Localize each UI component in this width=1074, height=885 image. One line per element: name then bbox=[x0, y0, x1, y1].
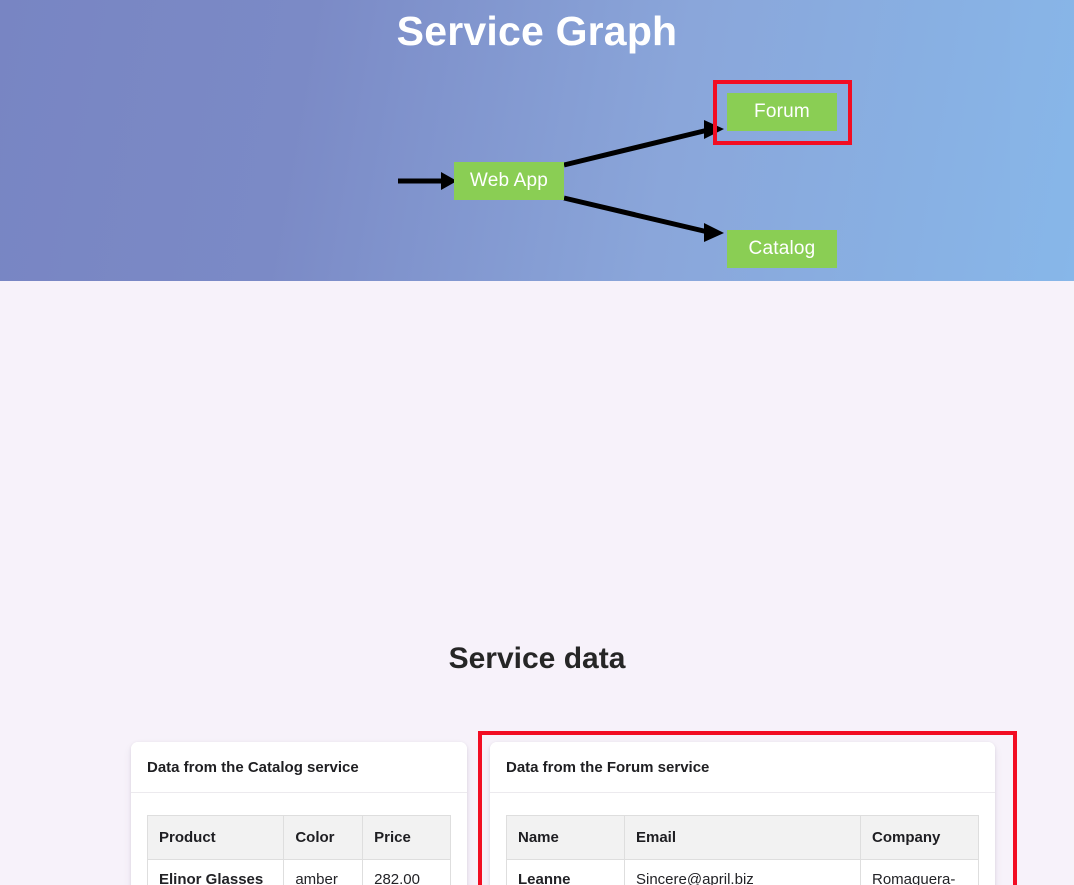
graph-node-forum-label: Forum bbox=[754, 101, 810, 122]
forum-cell-company: Romaguera-Crona bbox=[860, 859, 979, 885]
graph-node-webapp-label: Web App bbox=[469, 170, 549, 191]
edge-webapp-to-catalog bbox=[563, 195, 724, 242]
forum-cell-email: Sincere@april.biz bbox=[624, 859, 861, 885]
forum-service-card: Data from the Forum service Name Email C… bbox=[490, 742, 995, 885]
catalog-service-card: Data from the Catalog service Product Co… bbox=[131, 742, 467, 885]
forum-table: Name Email Company Leanne Graham Sincere… bbox=[506, 814, 979, 885]
catalog-cell-product: Elinor Glasses bbox=[146, 859, 285, 885]
forum-column-email: Email bbox=[624, 814, 861, 861]
graph-node-webapp[interactable]: Web App bbox=[454, 162, 564, 200]
service-data-section: Service data Data from the Catalog servi… bbox=[0, 281, 1074, 885]
catalog-card-body: Product Color Price Elinor Glasses amber… bbox=[131, 793, 467, 885]
graph-node-forum[interactable]: Forum bbox=[727, 93, 837, 131]
service-graph-diagram: Web App Forum Catalog bbox=[0, 0, 1074, 281]
catalog-table-header-row: Product Color Price bbox=[146, 814, 451, 861]
edge-external-to-webapp bbox=[398, 172, 457, 190]
forum-node-highlight-box bbox=[713, 80, 852, 145]
table-row: Leanne Graham Sincere@april.biz Romaguer… bbox=[506, 859, 979, 885]
catalog-cell-price: 282.00 bbox=[362, 859, 451, 885]
edge-webapp-to-forum bbox=[563, 120, 724, 168]
forum-card-header: Data from the Forum service bbox=[490, 742, 995, 793]
catalog-table: Product Color Price Elinor Glasses amber… bbox=[146, 814, 451, 885]
catalog-column-product: Product bbox=[146, 814, 285, 861]
catalog-cell-color: amber bbox=[283, 859, 364, 885]
catalog-column-color: Color bbox=[283, 814, 364, 861]
table-row: Elinor Glasses amber 282.00 bbox=[146, 859, 451, 885]
forum-cell-name: Leanne Graham bbox=[506, 859, 625, 885]
forum-column-company: Company bbox=[860, 814, 979, 861]
forum-card-body: Name Email Company Leanne Graham Sincere… bbox=[490, 793, 995, 885]
section-title: Service data bbox=[448, 642, 626, 675]
catalog-card-header: Data from the Catalog service bbox=[131, 742, 467, 793]
catalog-column-price: Price bbox=[362, 814, 451, 861]
page-title: Service Graph bbox=[396, 8, 678, 54]
graph-node-catalog[interactable]: Catalog bbox=[727, 230, 837, 268]
graph-edges bbox=[398, 120, 724, 242]
service-graph-banner: Service Graph Web App Forum bbox=[0, 0, 1074, 281]
forum-column-name: Name bbox=[506, 814, 625, 861]
graph-node-catalog-label: Catalog bbox=[748, 238, 816, 259]
forum-table-header-row: Name Email Company bbox=[506, 814, 979, 861]
